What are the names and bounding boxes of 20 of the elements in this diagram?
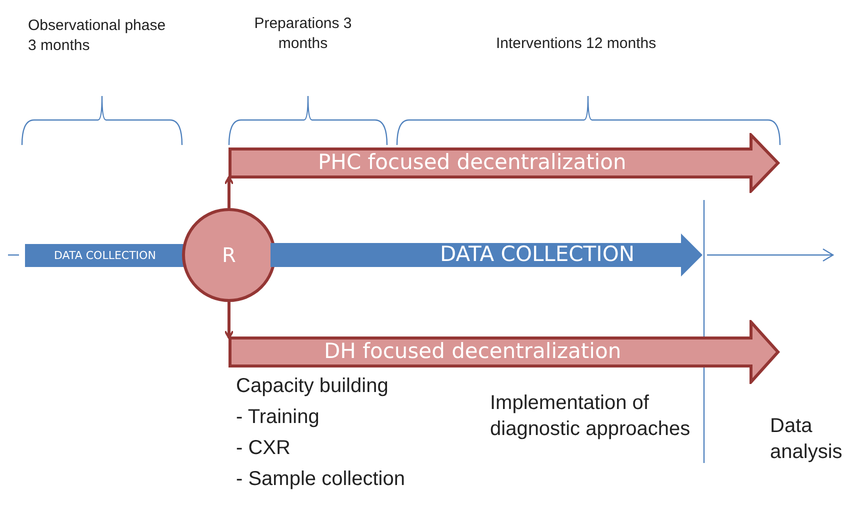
phase-label: Interventions 12 months bbox=[496, 34, 658, 54]
phase-label: Observational phase 3 months bbox=[28, 16, 167, 55]
list-item: - Sample collection bbox=[236, 467, 406, 492]
arrow bbox=[224, 176, 234, 208]
arrow-label: DATA COLLECTION bbox=[53, 248, 157, 262]
list-item: - CXR bbox=[236, 436, 292, 461]
arrow bbox=[224, 302, 234, 339]
arrow-label: DH focused decentralization bbox=[324, 339, 622, 365]
block-arrow bbox=[270, 233, 704, 277]
phase-label: Preparations 3 months bbox=[253, 14, 353, 53]
circle-label: R bbox=[221, 243, 237, 267]
phase-note: Data analysis bbox=[770, 414, 844, 465]
arrow-label: PHC focused decentralization bbox=[318, 150, 626, 176]
list-heading: Capacity building bbox=[236, 374, 390, 399]
phase-note: Implementation of diagnostic approaches bbox=[490, 391, 692, 442]
block-arrow bbox=[228, 133, 781, 193]
randomization-circle bbox=[182, 208, 276, 302]
arrow-label: DATA COLLECTION bbox=[440, 242, 635, 268]
data-collection-bar bbox=[25, 244, 185, 267]
list-item: - Training bbox=[236, 405, 320, 430]
